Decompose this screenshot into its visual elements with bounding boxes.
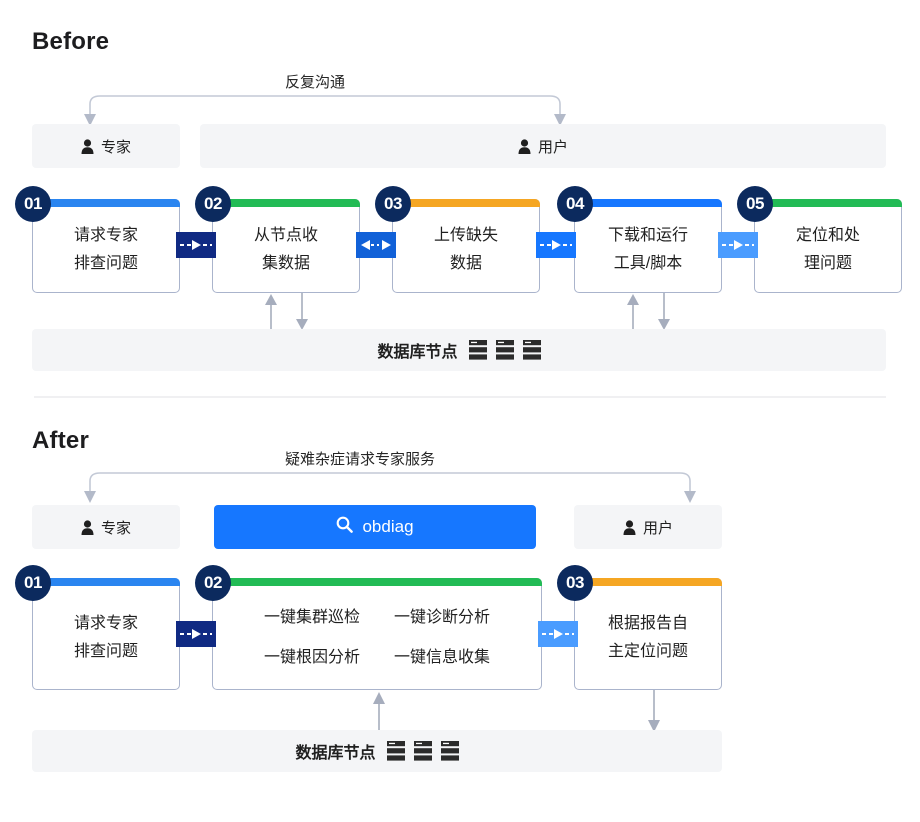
vertical-arrows-step04-before (627, 293, 670, 331)
step-line: 定位和处 (795, 227, 860, 244)
connector-04-05-before (718, 232, 758, 258)
section-title-before: Before (32, 28, 110, 55)
step-line: 理问题 (803, 255, 852, 272)
connector-01-02-after (176, 621, 216, 647)
step-line: 数据 (449, 255, 482, 272)
db-nodes-label-after: 数据库节点 (295, 745, 376, 762)
step-line: 主定位问题 (607, 643, 688, 660)
step-line: 下载和运行 (607, 227, 688, 244)
step-line: 工具/脚本 (613, 255, 683, 272)
step-badge-03: 03 (557, 565, 593, 601)
step-body-01-after: 请求专家 排查问题 (33, 587, 179, 689)
step-card-02-after[interactable]: 02 一键集群巡检 一键诊断分析 一键根因分析 一键信息收集 (195, 565, 542, 690)
step-line: 上传缺失 (433, 227, 498, 244)
role-label-expert-before: 专家 (100, 138, 131, 156)
server-icon (522, 340, 541, 360)
step-line: 从节点收 (253, 227, 318, 244)
step-line: 请求专家 (73, 227, 138, 244)
connector-03-04-before (536, 232, 576, 258)
step-card-01-before[interactable]: 01 请求专家 排查问题 (15, 186, 180, 293)
step-line: 排查问题 (73, 255, 138, 272)
role-label-user-before: 用户 (537, 138, 568, 156)
arc-caption-before: 反复沟通 (285, 74, 346, 91)
step-card-05-before[interactable]: 05 定位和处 理问题 (737, 186, 902, 293)
arc-caption-after: 疑难杂症请求专家服务 (285, 451, 436, 468)
obdiag-label: obdiag (362, 517, 414, 536)
section-divider (34, 396, 886, 398)
db-node-icons-before (468, 340, 541, 360)
person-icon (81, 519, 94, 535)
step-top-bar (212, 578, 542, 586)
server-icon (468, 340, 487, 360)
step-line: 集数据 (261, 255, 310, 272)
vertical-arrow-down-after (648, 690, 660, 732)
step-body-04-before: 下载和运行 工具/脚本 (575, 208, 721, 292)
db-nodes-bar-before: 数据库节点 (32, 329, 886, 371)
step-body-02-after: 一键集群巡检 一键诊断分析 一键根因分析 一键信息收集 (213, 587, 541, 689)
search-icon (336, 516, 354, 538)
server-icon (495, 340, 514, 360)
server-icon (386, 741, 405, 761)
role-bar-user-before: 用户 (200, 124, 886, 168)
step-badge-02: 02 (195, 565, 231, 601)
connector-02-03-before (356, 232, 396, 258)
feature-item: 一键根因分析 (263, 649, 360, 666)
step-top-bar (392, 199, 540, 207)
section-title-after: After (32, 427, 90, 454)
step-top-bar (212, 199, 360, 207)
communication-arc-after (84, 472, 696, 503)
communication-arc-before (84, 95, 566, 126)
step-card-03-before[interactable]: 03 上传缺失 数据 (375, 186, 540, 293)
role-bar-expert-before: 专家 (32, 124, 180, 168)
feature-item: 一键诊断分析 (394, 609, 491, 626)
vertical-arrows-step02-before (265, 293, 308, 331)
server-icon (440, 741, 459, 761)
db-nodes-bar-after: 数据库节点 (32, 730, 722, 772)
role-label-user-after: 用户 (642, 519, 673, 537)
person-icon (518, 138, 531, 154)
step-body-03-after: 根据报告自 主定位问题 (575, 587, 721, 689)
step-badge-05: 05 (737, 186, 773, 222)
step-badge-01: 01 (15, 565, 51, 601)
obdiag-product-bar[interactable]: obdiag (214, 505, 536, 549)
db-nodes-label-before: 数据库节点 (377, 344, 458, 361)
connector-01-02-before (176, 232, 216, 258)
step-body-03-before: 上传缺失 数据 (393, 208, 539, 292)
step-top-bar (32, 199, 180, 207)
step-card-01-after[interactable]: 01 请求专家 排查问题 (15, 565, 180, 690)
vertical-arrow-up-after (373, 692, 385, 734)
step-body-05-before: 定位和处 理问题 (755, 208, 901, 292)
step-body-02-before: 从节点收 集数据 (213, 208, 359, 292)
role-bar-expert-after: 专家 (32, 505, 180, 549)
feature-item: 一键集群巡检 (263, 609, 360, 626)
step-card-02-before[interactable]: 02 从节点收 集数据 (195, 186, 360, 293)
step-line: 排查问题 (73, 643, 138, 660)
db-node-icons-after (386, 741, 459, 761)
step-top-bar (32, 578, 180, 586)
step-body-01-before: 请求专家 排查问题 (33, 208, 179, 292)
step-top-bar (574, 199, 722, 207)
step-top-bar (754, 199, 902, 207)
server-icon (413, 741, 432, 761)
step-card-03-after[interactable]: 03 根据报告自 主定位问题 (557, 565, 722, 690)
person-icon (81, 138, 94, 154)
step-badge-04: 04 (557, 186, 593, 222)
step-badge-03: 03 (375, 186, 411, 222)
feature-grid: 一键集群巡检 一键诊断分析 一键根因分析 一键信息收集 (264, 604, 490, 672)
role-bar-user-after: 用户 (574, 505, 722, 549)
step-card-04-before[interactable]: 04 下载和运行 工具/脚本 (557, 186, 722, 293)
step-badge-02: 02 (195, 186, 231, 222)
feature-item: 一键信息收集 (394, 649, 491, 666)
step-top-bar (574, 578, 722, 586)
step-line: 请求专家 (73, 615, 138, 632)
role-label-expert-after: 专家 (100, 519, 131, 537)
connector-02-03-after (538, 621, 578, 647)
step-line: 根据报告自 (607, 615, 688, 632)
step-badge-01: 01 (15, 186, 51, 222)
person-icon (623, 519, 636, 535)
